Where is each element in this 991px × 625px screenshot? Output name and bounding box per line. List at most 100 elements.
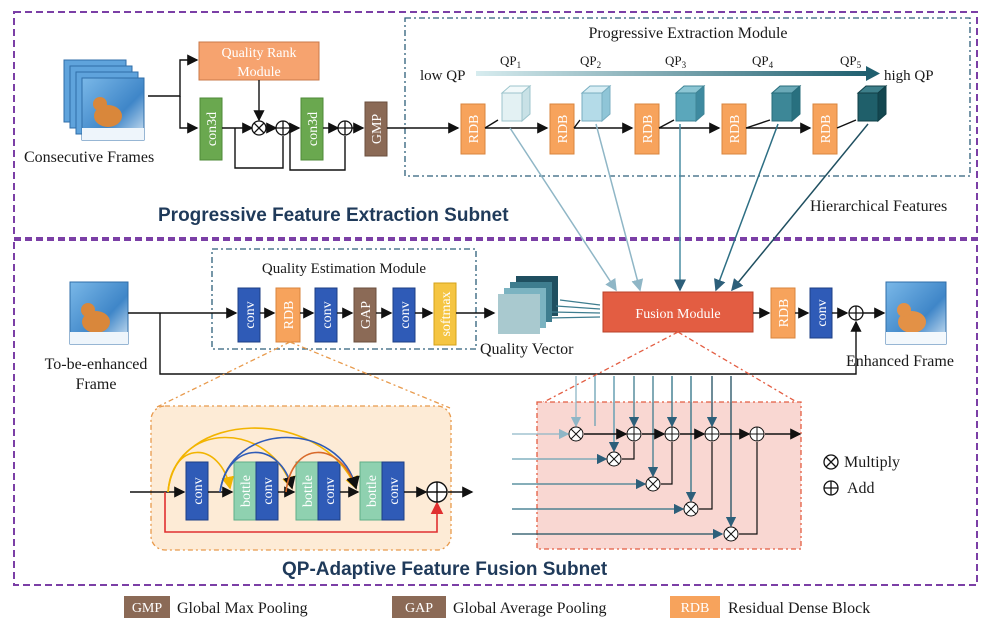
feature-to-fusion-arrows (509, 123, 869, 292)
multiply-icon (723, 526, 739, 542)
feature-cube-qp3 (674, 84, 706, 123)
to-be-enhanced-label-2: Frame (76, 376, 117, 393)
softmax-label: softmax (439, 291, 454, 336)
conv-block (381, 461, 405, 521)
quality-estimation-blocks: conv RDB conv GAP conv softmax (128, 282, 496, 346)
low-qp-label: low QP (420, 68, 465, 84)
gmp-label: GMP (370, 114, 385, 145)
multiply-label: Multiply (844, 454, 900, 471)
multiply-icon (606, 451, 622, 467)
con3d-label-1: con3d (205, 112, 220, 146)
legend-gmp-abbr: GMP (132, 601, 163, 616)
rdb-label: RDB (282, 301, 297, 330)
qp-labels: QP1 QP2 QP3 QP4 QP5 (500, 53, 862, 70)
conv-block (317, 461, 341, 521)
add-label: Add (847, 480, 875, 497)
rdb-block (275, 287, 301, 343)
bottle-label: bottle (239, 475, 254, 507)
fusion-module-label: Fusion Module (635, 307, 720, 322)
rdb-block (721, 103, 747, 155)
to-be-enhanced-image (69, 281, 129, 345)
con3d-block-1 (199, 97, 223, 161)
gap-block (353, 287, 377, 343)
add-icon (704, 426, 720, 442)
rdb-chain: RDB RDB RDB RDB RDB (460, 103, 838, 155)
multiply-icon (251, 120, 267, 136)
gap-label: GAP (359, 301, 374, 329)
multiply-icon (568, 426, 584, 442)
output-connectors (159, 307, 886, 375)
add-legend: Add (823, 480, 875, 497)
multiply-legend: Multiply (823, 454, 900, 471)
consecutive-frames-label: Consecutive Frames (24, 149, 154, 166)
conv-block (185, 461, 209, 521)
bottle-label: bottle (301, 475, 316, 507)
rdb-block (549, 103, 575, 155)
add-icon (337, 120, 353, 136)
qp-label: QP3 (665, 53, 687, 70)
add-icon (664, 426, 680, 442)
high-qp-label: high QP (884, 68, 934, 84)
fusion-module (602, 291, 754, 333)
legend-gap-abbr: GAP (405, 601, 433, 616)
legend-rdb-text: Residual Dense Block (728, 600, 870, 617)
conv-label: conv (323, 477, 338, 504)
rdb-block (812, 103, 838, 155)
legend-rdb-abbr: RDB (681, 601, 710, 616)
legend-gap-swatch (392, 596, 446, 618)
conv-block (237, 287, 261, 343)
enhanced-frame-image (885, 281, 947, 345)
conv-label: conv (191, 477, 206, 504)
conv-label: conv (398, 301, 413, 328)
feature-cube-qp4 (770, 84, 802, 123)
bottle-label: bottle (365, 475, 380, 507)
enhanced-frame-label: Enhanced Frame (846, 353, 954, 370)
quality-estimation-title: Quality Estimation Module (262, 261, 426, 277)
rdb-detail-callout (154, 341, 451, 409)
quality-vector-stack (498, 276, 601, 334)
feature-cube-qp1 (500, 84, 532, 123)
conv-label: conv (320, 301, 335, 328)
feature-cube-qp2 (580, 84, 612, 123)
fusion-operators (568, 426, 765, 542)
add-icon (848, 305, 864, 321)
rdb-block (634, 103, 660, 155)
rdb-label: RDB (641, 115, 656, 144)
conv-label: conv (261, 477, 276, 504)
qp-gradient-head (866, 66, 880, 81)
bottom-subnet-border (13, 239, 978, 586)
progressive-module-box (404, 17, 971, 177)
qp-label: QP2 (580, 53, 601, 70)
add-icon (275, 120, 291, 136)
top-subnet-title: Progressive Feature Extraction Subnet (158, 205, 509, 226)
legend: GMP Global Max Pooling GAP Global Averag… (124, 596, 870, 618)
rdb-label: RDB (556, 115, 571, 144)
quality-rank-label-1: Quality Rank (221, 46, 296, 61)
quality-rank-module (198, 41, 320, 81)
feature-cube-qp5 (856, 84, 888, 123)
legend-gap-text: Global Average Pooling (453, 600, 606, 617)
multiply-icon (645, 476, 661, 492)
conv-block (255, 461, 279, 521)
bottom-subnet-title: QP-Adaptive Feature Fusion Subnet (282, 559, 608, 580)
to-be-enhanced-label-1: To-be-enhanced (45, 356, 148, 373)
rdb-block (460, 103, 486, 155)
rdb-label: RDB (728, 115, 743, 144)
rdb-label: RDB (819, 115, 834, 144)
fusion-detail-lines (512, 376, 802, 540)
quality-estimation-box (211, 248, 477, 350)
quality-vector-label: Quality Vector (480, 341, 574, 358)
legend-gmp-swatch (124, 596, 170, 618)
qp-label: QP4 (752, 53, 774, 70)
softmax-block (433, 282, 457, 346)
legend-rdb-swatch (670, 596, 720, 618)
con3d-block-2 (300, 97, 324, 161)
consecutive-frames-image (63, 59, 145, 141)
rdb-label: RDB (467, 115, 482, 144)
add-icon (749, 426, 765, 442)
hierarchical-features-label: Hierarchical Features (810, 198, 947, 215)
feature-cubes (484, 84, 888, 129)
conv-label: conv (387, 477, 402, 504)
quality-rank-label-2: Module (237, 65, 281, 80)
rdb-label: RDB (777, 299, 792, 328)
